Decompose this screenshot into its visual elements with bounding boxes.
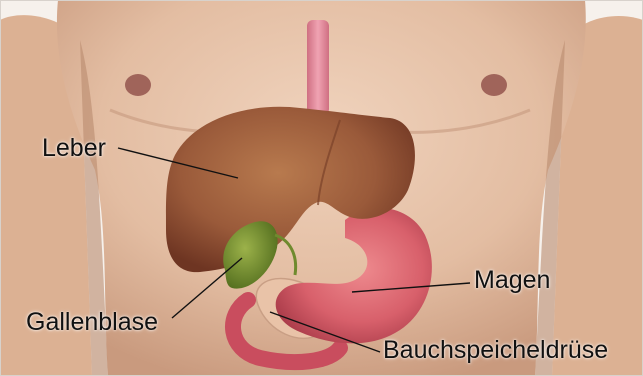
label-pancreas: Bauchspeicheldrüse [383,338,608,363]
label-gallbladder: Gallenblase [26,310,158,335]
esophagus [307,20,329,115]
label-stomach: Magen [474,268,550,293]
label-liver: Leber [42,136,106,161]
